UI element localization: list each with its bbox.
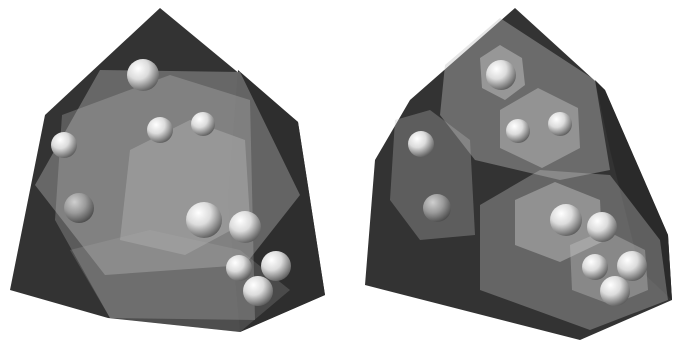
left-sphere — [147, 117, 173, 143]
left-sphere — [226, 255, 252, 281]
right-sphere — [582, 254, 608, 280]
right-sphere — [548, 112, 572, 136]
left-sphere — [191, 112, 215, 136]
right-sphere — [587, 212, 617, 242]
right-cube-panel — [365, 8, 672, 340]
right-sphere — [486, 60, 516, 90]
left-sphere — [186, 202, 222, 238]
left-cube-panel — [10, 8, 325, 332]
right-sphere — [617, 251, 647, 281]
right-sphere — [506, 119, 530, 143]
left-sphere — [127, 59, 159, 91]
right-sphere — [423, 194, 451, 222]
left-sphere — [261, 251, 291, 281]
right-sphere — [600, 276, 630, 306]
right-sphere — [408, 131, 434, 157]
right-sphere — [550, 204, 582, 236]
left-sphere — [51, 132, 77, 158]
left-sphere — [229, 211, 261, 243]
left-sphere — [243, 276, 273, 306]
left-sphere — [64, 193, 94, 223]
